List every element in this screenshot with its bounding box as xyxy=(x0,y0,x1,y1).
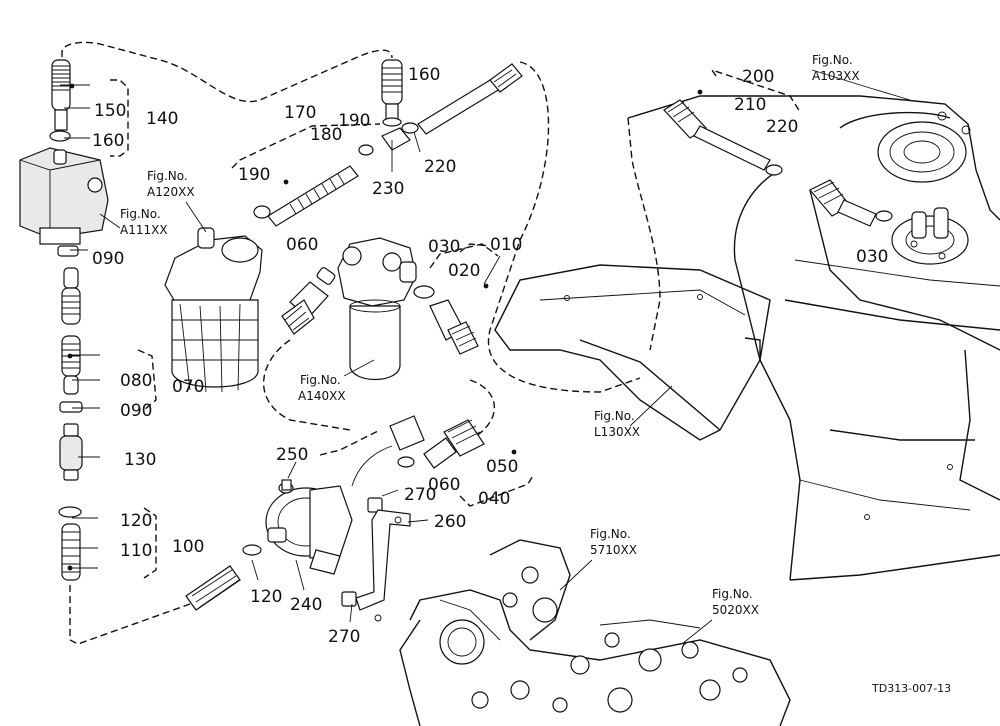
part-130: 130 xyxy=(124,450,156,470)
part-250: 250 xyxy=(276,445,308,465)
leader-lines xyxy=(60,68,911,645)
part-060-right: 060 xyxy=(428,475,460,495)
part-140: 140 xyxy=(146,109,178,129)
part-260: 260 xyxy=(434,512,466,532)
part-270-top: 270 xyxy=(404,485,436,505)
fig-ref-a120[interactable]: Fig.No. A120XX xyxy=(147,169,195,199)
part-040: 040 xyxy=(478,489,510,509)
svg-text:Fig.No.: Fig.No. xyxy=(147,169,188,183)
part-210: 210 xyxy=(734,95,766,115)
part-070: 070 xyxy=(172,377,204,397)
part-030-left: 030 xyxy=(428,237,460,257)
part-220-tank: 220 xyxy=(766,117,798,137)
fuel-routing-lines xyxy=(61,41,661,645)
part-180: 180 xyxy=(310,125,342,145)
separator-hoses xyxy=(281,267,479,355)
fig-ref-5020[interactable]: Fig.No. 5020XX xyxy=(712,587,759,617)
svg-text:A111XX: A111XX xyxy=(120,223,168,237)
fig-ref-l130[interactable]: Fig.No. L130XX xyxy=(594,409,640,439)
part-120-pump: 120 xyxy=(250,587,282,607)
svg-text:Fig.No.: Fig.No. xyxy=(712,587,753,601)
part-270-bottom: 270 xyxy=(328,627,360,647)
fuel-filter-a120 xyxy=(164,227,263,393)
svg-text:5710XX: 5710XX xyxy=(590,543,637,557)
engine-block xyxy=(399,539,791,726)
part-030-tank: 030 xyxy=(856,247,888,267)
part-160-left: 160 xyxy=(92,131,124,151)
part-150: 150 xyxy=(94,101,126,121)
svg-text:5020XX: 5020XX xyxy=(712,603,759,617)
part-090-top: 090 xyxy=(92,249,124,269)
part-120-left: 120 xyxy=(120,511,152,531)
part-050: 050 xyxy=(486,457,518,477)
figure-references: Fig.No. A103XX Fig.No. A120XX Fig.No. A1… xyxy=(120,53,860,617)
fig-ref-5710[interactable]: Fig.No. 5710XX xyxy=(590,527,637,557)
part-200: 200 xyxy=(742,67,774,87)
fig-ref-a111[interactable]: Fig.No. A111XX xyxy=(120,207,168,237)
part-170: 170 xyxy=(284,103,316,123)
svg-text:Fig.No.: Fig.No. xyxy=(120,207,161,221)
fig-ref-a103[interactable]: Fig.No. A103XX xyxy=(812,53,860,83)
svg-text:A103XX: A103XX xyxy=(812,69,860,83)
part-230: 230 xyxy=(372,179,404,199)
part-090-bottom: 090 xyxy=(120,401,152,421)
upper-hose-assembly xyxy=(253,59,523,227)
part-110: 110 xyxy=(120,541,152,561)
part-labels: 150 140 160 090 080 070 090 130 120 110 … xyxy=(92,65,888,647)
leader-dots xyxy=(67,83,703,571)
part-190-left: 190 xyxy=(238,165,270,185)
fender-bracket xyxy=(494,264,771,441)
svg-text:Fig.No.: Fig.No. xyxy=(300,373,341,387)
drawing-code: TD313-007-13 xyxy=(871,682,951,695)
fig-ref-a140[interactable]: Fig.No. A140XX xyxy=(298,373,346,403)
part-240: 240 xyxy=(290,595,322,615)
part-100: 100 xyxy=(172,537,204,557)
part-190-right: 190 xyxy=(338,111,370,131)
fuel-pump xyxy=(185,415,485,622)
water-separator-a140 xyxy=(337,237,417,381)
svg-text:Fig.No.: Fig.No. xyxy=(812,53,853,67)
part-020: 020 xyxy=(448,261,480,281)
part-060-left: 060 xyxy=(286,235,318,255)
part-160-right: 160 xyxy=(408,65,440,85)
part-220-upper: 220 xyxy=(424,157,456,177)
svg-text:Fig.No.: Fig.No. xyxy=(590,527,631,541)
svg-text:L130XX: L130XX xyxy=(594,425,640,439)
svg-text:A140XX: A140XX xyxy=(298,389,346,403)
tank-outlet-hose xyxy=(663,99,893,227)
part-080: 080 xyxy=(120,371,152,391)
part-010: 010 xyxy=(490,235,522,255)
svg-text:Fig.No.: Fig.No. xyxy=(594,409,635,423)
svg-text:A120XX: A120XX xyxy=(147,185,195,199)
fuel-tank xyxy=(627,95,1000,581)
